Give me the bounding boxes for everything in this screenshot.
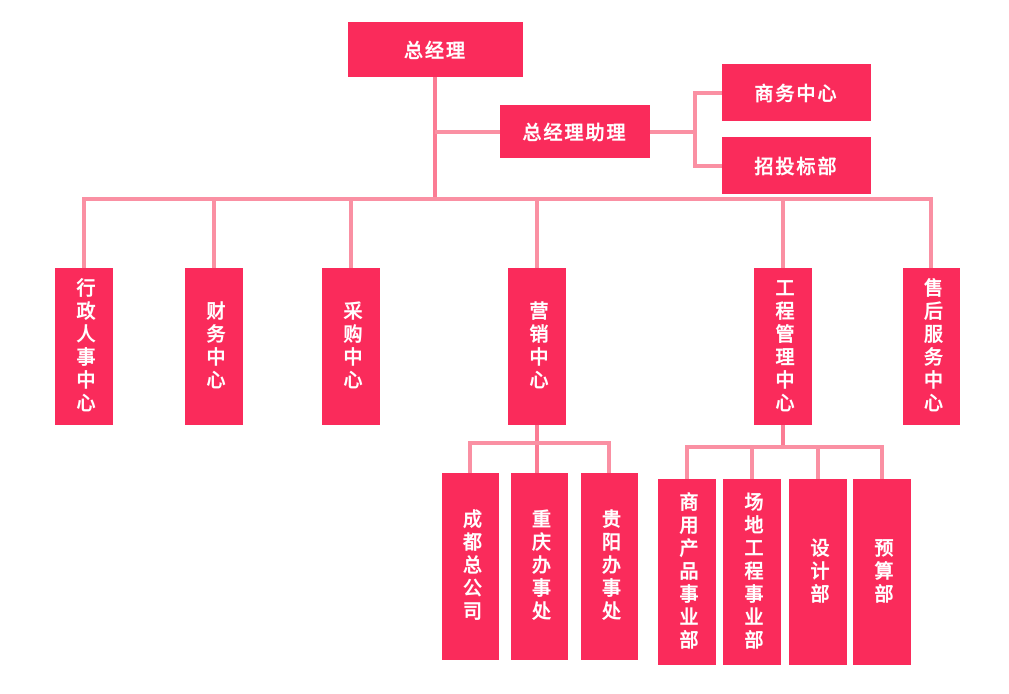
connector-line [433, 77, 437, 201]
node-after-sales-service-center[interactable]: 售后服务中心 [903, 268, 960, 425]
node-marketing-center[interactable]: 营销中心 [508, 268, 566, 425]
node-finance-center[interactable]: 财务中心 [185, 268, 243, 425]
node-budget-department[interactable]: 预算部 [853, 479, 911, 665]
connector-line [929, 199, 933, 268]
connector-line [82, 197, 933, 201]
connector-line [468, 441, 611, 445]
node-engineering-management-center[interactable]: 工程管理中心 [754, 268, 812, 425]
connector-line [82, 199, 86, 268]
node-label: 商用产品事业部 [676, 491, 698, 653]
node-label: 采购中心 [340, 300, 362, 393]
connector-line [535, 199, 539, 268]
node-design-department[interactable]: 设计部 [789, 479, 847, 665]
node-label: 设计部 [807, 537, 829, 607]
node-commercial-products-division[interactable]: 商用产品事业部 [658, 479, 716, 665]
connector-line [685, 445, 884, 449]
node-label: 重庆办事处 [529, 509, 550, 624]
node-label: 成都总公司 [460, 509, 481, 624]
node-business-center[interactable]: 商务中心 [722, 64, 871, 121]
node-general-manager[interactable]: 总经理 [348, 22, 523, 77]
node-site-engineering-division[interactable]: 场地工程事业部 [723, 479, 781, 665]
node-label: 财务中心 [203, 300, 225, 393]
node-label: 场地工程事业部 [741, 491, 763, 653]
connector-line [685, 447, 689, 479]
node-procurement-center[interactable]: 采购中心 [322, 268, 380, 425]
connector-line [695, 164, 722, 168]
connector-line [880, 447, 884, 479]
node-label: 预算部 [871, 537, 893, 607]
connector-line [349, 199, 353, 268]
connector-line [535, 425, 539, 473]
node-label: 营销中心 [526, 300, 548, 393]
connector-line [816, 447, 820, 479]
connector-line [695, 91, 722, 95]
connector-line [750, 447, 754, 479]
connector-line [212, 199, 216, 268]
node-bidding-department[interactable]: 招投标部 [722, 137, 871, 194]
node-label: 总经理 [403, 41, 467, 62]
node-chengdu-headquarters[interactable]: 成都总公司 [442, 473, 499, 660]
connector-line [693, 91, 697, 168]
node-label: 商务中心 [754, 84, 839, 105]
connector-line [650, 130, 697, 134]
node-label: 售后服务中心 [921, 277, 942, 416]
connector-line [435, 130, 500, 134]
node-gm-assistant[interactable]: 总经理助理 [500, 105, 650, 158]
node-label: 工程管理中心 [772, 277, 794, 416]
node-chongqing-office[interactable]: 重庆办事处 [511, 473, 568, 660]
node-label: 总经理助理 [522, 123, 628, 144]
connector-line [607, 443, 611, 473]
node-label: 招投标部 [754, 157, 839, 178]
node-guiyang-office[interactable]: 贵阳办事处 [581, 473, 638, 660]
node-admin-hr-center[interactable]: 行政人事中心 [55, 268, 113, 425]
node-label: 行政人事中心 [73, 277, 95, 416]
connector-line [781, 425, 785, 449]
connector-line [781, 199, 785, 268]
connector-line [468, 443, 472, 473]
node-label: 贵阳办事处 [599, 509, 620, 624]
